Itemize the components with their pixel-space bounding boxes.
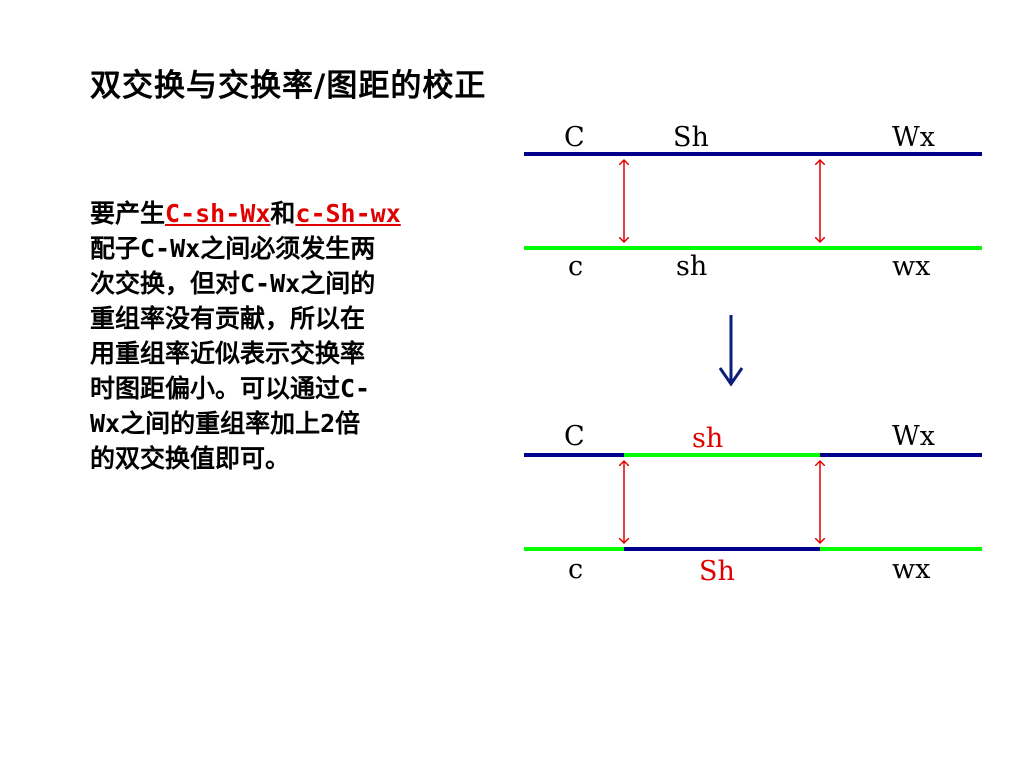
page-title: 双交换与交换率/图距的校正 xyxy=(90,68,487,104)
label-top-Sh: Sh xyxy=(673,122,709,153)
text-produce: 要产生 xyxy=(90,199,166,228)
label-after-bottom-Sh: Sh xyxy=(699,556,735,587)
label-top-Wx: Wx xyxy=(892,122,935,153)
label-after-bottom-c: c xyxy=(568,554,583,585)
text-and: 和 xyxy=(270,199,296,228)
paragraph-line-4: 重组率没有贡献，所以在 xyxy=(90,304,366,333)
paragraph-line-7: Wx之间的重组率加上2倍 xyxy=(90,409,361,438)
gamete-c-sh-wx: C-sh-Wx xyxy=(165,199,271,228)
label-after-bottom-wx: wx xyxy=(892,554,930,585)
label-bottom-sh: sh xyxy=(676,251,707,282)
gamete-c-Sh-wx: c-Sh-wx xyxy=(295,199,401,228)
paragraph-line-2: 配子C-Wx之间必须发生两 xyxy=(90,234,376,263)
explanation-paragraph: 要产生C-sh-Wx和c-Sh-wx 配子C-Wx之间必须发生两 次交换，但对C… xyxy=(90,196,475,476)
label-bottom-wx: wx xyxy=(892,251,930,282)
label-top-C: C xyxy=(564,122,585,153)
paragraph-line-5: 用重组率近似表示交换率 xyxy=(90,339,366,368)
label-bottom-c: c xyxy=(568,251,583,282)
paragraph-line-8: 的双交换值即可。 xyxy=(90,444,291,473)
paragraph-line-6: 时图距偏小。可以通过C- xyxy=(90,374,371,403)
label-after-top-C: C xyxy=(564,421,585,452)
label-after-top-sh: sh xyxy=(692,423,723,454)
down-arrow-icon xyxy=(718,315,744,387)
label-after-top-Wx: Wx xyxy=(892,421,935,452)
paragraph-line-1: 要产生C-sh-Wx和c-Sh-wx xyxy=(90,196,475,231)
paragraph-line-3: 次交换，但对C-Wx之间的 xyxy=(90,269,376,298)
